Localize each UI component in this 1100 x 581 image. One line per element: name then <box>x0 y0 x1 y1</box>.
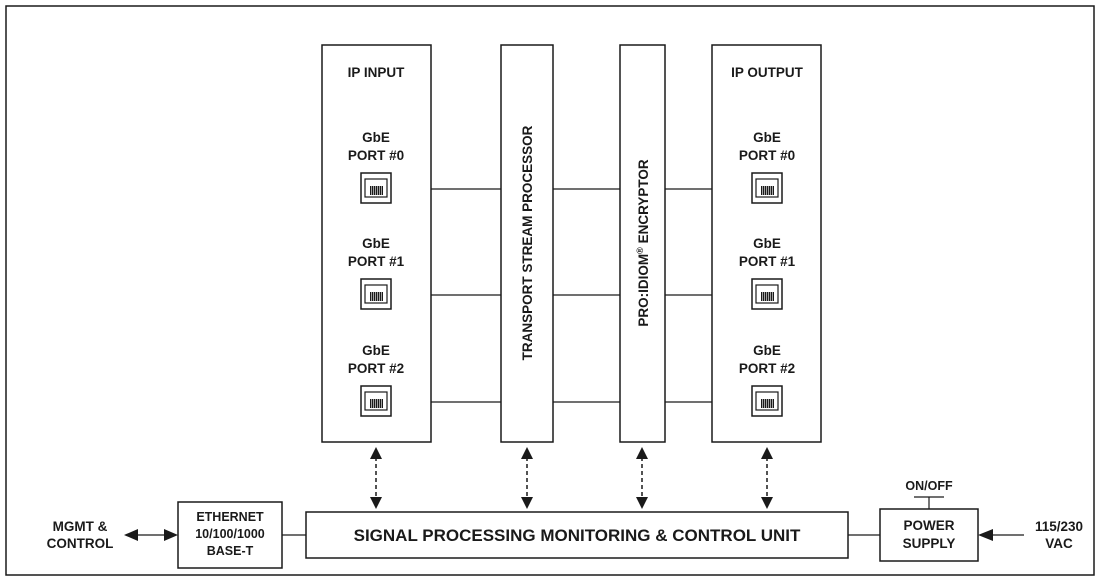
control-link-output <box>761 447 773 509</box>
power-line2: SUPPLY <box>903 536 956 551</box>
ethernet-line2: 10/100/1000 <box>195 527 265 541</box>
ethernet-box: ETHERNET 10/100/1000 BASE-T <box>177 501 283 569</box>
output-port-1-line1: GbE <box>753 236 781 251</box>
switch-label: ON/OFF <box>905 479 953 493</box>
power-line1: POWER <box>903 518 954 533</box>
rj45-port-icon <box>360 385 392 417</box>
arrow-right-icon <box>164 529 178 541</box>
ethernet-line3: BASE-T <box>207 544 254 558</box>
proidiom-encryptor: PRO:IDIOM® ENCRYPTOR <box>619 44 666 443</box>
ip-output-panel: IP OUTPUT GbE PORT #0 GbE PORT #1 GbE PO… <box>711 44 822 443</box>
input-port-0-line1: GbE <box>362 130 390 145</box>
mains-input: 115/230 VAC <box>978 519 1083 551</box>
rj45-port-icon <box>360 278 392 310</box>
mains-line1: 115/230 <box>1035 519 1083 534</box>
output-port-0-line2: PORT #0 <box>739 148 795 163</box>
rj45-port-icon <box>751 278 783 310</box>
control-link-processor <box>521 447 533 509</box>
control-unit-label: SIGNAL PROCESSING MONITORING & CONTROL U… <box>354 526 801 545</box>
output-port-1-line2: PORT #1 <box>739 254 796 269</box>
ip-output-title: IP OUTPUT <box>731 65 804 80</box>
ethernet-line1: ETHERNET <box>196 510 264 524</box>
control-unit: SIGNAL PROCESSING MONITORING & CONTROL U… <box>305 511 849 559</box>
input-port-1-line2: PORT #1 <box>348 254 405 269</box>
processor-label: TRANSPORT STREAM PROCESSOR <box>520 125 535 360</box>
ip-input-title: IP INPUT <box>348 65 406 80</box>
on-off-switch: ON/OFF <box>905 479 953 509</box>
mgmt-line1: MGMT & <box>53 519 108 534</box>
arrow-left-icon <box>978 529 993 541</box>
rj45-port-icon <box>360 172 392 204</box>
mains-line2: VAC <box>1045 536 1073 551</box>
arrow-left-icon <box>124 529 138 541</box>
rj45-port-icon <box>751 385 783 417</box>
rj45-port-icon <box>751 172 783 204</box>
mgmt-line2: CONTROL <box>47 536 114 551</box>
input-port-0-line2: PORT #0 <box>348 148 404 163</box>
input-port-2-line1: GbE <box>362 343 390 358</box>
input-port-1-line1: GbE <box>362 236 390 251</box>
input-port-2-line2: PORT #2 <box>348 361 404 376</box>
encryptor-label: PRO:IDIOM® ENCRYPTOR <box>635 159 651 326</box>
mgmt-control: MGMT & CONTROL <box>47 519 178 551</box>
transport-stream-processor: TRANSPORT STREAM PROCESSOR <box>500 44 554 443</box>
control-links <box>370 447 773 509</box>
power-supply-box: POWER SUPPLY <box>879 508 979 562</box>
ip-input-panel: IP INPUT GbE PORT #0 GbE PORT #1 GbE POR… <box>321 44 432 443</box>
control-link-input <box>370 447 382 509</box>
control-link-encryptor <box>636 447 648 509</box>
output-port-2-line2: PORT #2 <box>739 361 795 376</box>
output-port-0-line1: GbE <box>753 130 781 145</box>
output-port-2-line1: GbE <box>753 343 781 358</box>
